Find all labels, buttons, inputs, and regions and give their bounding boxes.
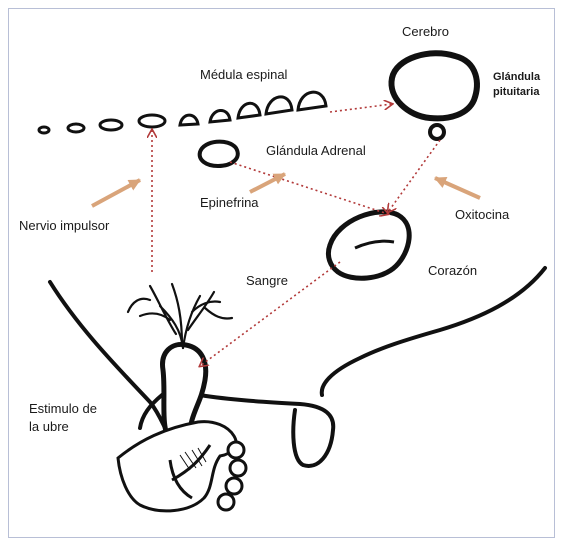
adrenal-gland <box>200 142 238 166</box>
label-glandula-adrenal: Glándula Adrenal <box>266 143 366 158</box>
nerve-branches <box>128 284 232 348</box>
label-oxitocina: Oxitocina <box>455 207 509 222</box>
milking-hand <box>118 422 246 511</box>
heart <box>328 212 409 278</box>
pituitary-gland <box>430 125 444 139</box>
label-estimulo-1: Estimulo de <box>29 401 97 416</box>
spinal-cord <box>39 92 326 133</box>
label-corazon: Corazón <box>428 263 477 278</box>
brain <box>391 53 476 118</box>
pointer-arrow-nervio <box>92 180 140 206</box>
label-cerebro: Cerebro <box>402 24 449 39</box>
label-estimulo-2: la ubre <box>29 419 69 434</box>
pointer-arrow-oxitocina <box>435 178 480 198</box>
label-glandula-pituitaria-1: Glándula <box>493 71 540 83</box>
pointer-arrow-epinefrina <box>250 174 285 192</box>
pointer-arrows <box>92 174 480 206</box>
label-medula-espinal: Médula espinal <box>200 67 287 82</box>
cow-body-outline <box>50 268 545 466</box>
label-nervio-impulsor: Nervio impulsor <box>19 218 109 233</box>
flow-arrow-to-brain <box>330 104 392 112</box>
label-glandula-pituitaria-2: pituitaria <box>493 86 539 98</box>
label-sangre: Sangre <box>246 273 288 288</box>
flow-arrow-pituitary-to-heart <box>388 140 440 212</box>
label-epinefrina: Epinefrina <box>200 195 259 210</box>
